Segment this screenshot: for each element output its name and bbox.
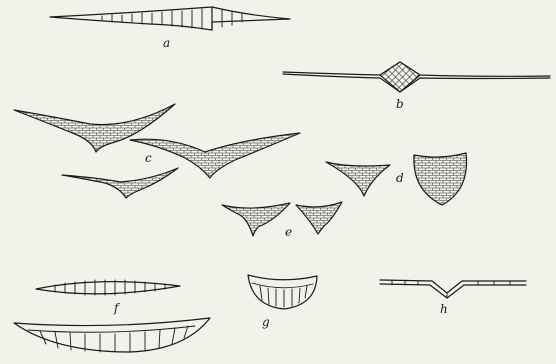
label-g: g [262,316,270,328]
section-d-cup [414,153,467,205]
label-d: d [396,172,404,184]
label-c: c [145,152,152,164]
section-a [50,7,290,30]
section-b [283,62,550,92]
section-e-left [222,203,290,236]
section-c-lower [62,168,178,198]
section-d-triangle [326,162,390,196]
label-e: e [285,226,292,238]
label-b: b [396,98,404,110]
section-e-right [296,202,342,234]
section-h [380,280,526,298]
label-f: f [114,302,118,314]
section-f-lower [14,318,210,352]
label-a: a [163,37,170,49]
section-f-upper [36,280,180,295]
section-c-middle [130,133,300,178]
section-g [248,275,317,309]
label-h: h [440,303,448,315]
